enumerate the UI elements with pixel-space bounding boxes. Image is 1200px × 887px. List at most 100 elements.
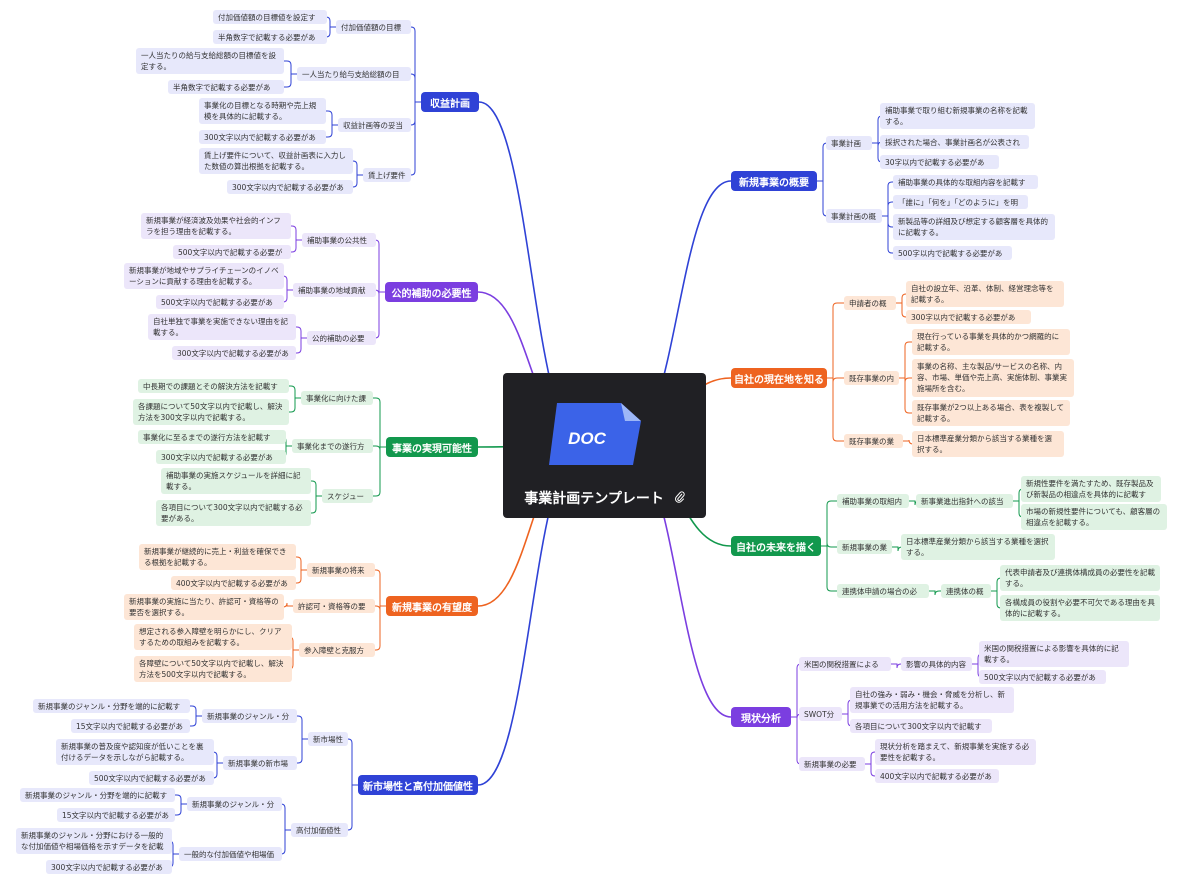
leaf-note[interactable]: 既存事業が2つ以上ある場合、表を複製して記載する。 <box>912 400 1070 426</box>
subtopic[interactable]: 付加価値額の目標値 <box>336 20 411 34</box>
leaf-note[interactable]: 補助事業の具体的な取組内容を記載する。 <box>893 175 1038 189</box>
subtopic[interactable]: 補助事業の公共性 <box>302 233 376 247</box>
leaf-note[interactable]: 15文字以内で記載する必要がある。 <box>71 719 190 733</box>
leaf-note[interactable]: 中長期での課題とその解決方法を記載する。 <box>138 379 289 393</box>
leaf-note[interactable]: 新規事業のジャンル・分野を端的に記載する。 <box>20 788 175 802</box>
branch-b2[interactable]: 公的補助の必要性 <box>385 282 478 302</box>
leaf-note[interactable]: 新規事業のジャンル・分野における一般的な付加価値や相場価格を示すデータを記載する… <box>16 828 172 854</box>
leaf-note[interactable]: 採択された場合、事業計画名が公表される。 <box>880 135 1029 149</box>
leaf-note[interactable]: 事業の名称、主な製品/サービスの名称、内容、市場、単価や売上高、実施体制、事業実… <box>912 359 1074 397</box>
leaf-note[interactable]: 想定される参入障壁を明らかにし、クリアするための取組みを記載する。 <box>134 624 292 650</box>
branch-b1[interactable]: 収益計画 <box>421 92 479 112</box>
subtopic[interactable]: スケジュール <box>322 489 373 503</box>
leaf-note[interactable]: 300文字以内で記載する必要がある。 <box>172 346 296 360</box>
leaf-note[interactable]: 「誰に」「何を」「どのように」を明確にする。 <box>893 195 1028 209</box>
subtopic[interactable]: 事業化までの遂行方法 <box>292 439 373 453</box>
leaf-note[interactable]: 300文字以内で記載する必要がある。 <box>46 860 172 874</box>
subtopic-sub[interactable]: 新事業進出指針への該当性 <box>916 494 1013 508</box>
leaf-note[interactable]: 500文字以内で記載する必要がある。 <box>156 295 284 309</box>
subtopic-sub[interactable]: 連携体の概要 <box>941 584 991 598</box>
branch-b9[interactable]: 現状分析 <box>731 707 791 727</box>
leaf-note[interactable]: 事業化の目標となる時期や売上規模を具体的に記載する。 <box>199 98 326 124</box>
subtopic-sub[interactable]: 新規事業のジャンル・分野 <box>202 709 297 723</box>
subtopic[interactable]: 既存事業の内容 <box>844 371 899 385</box>
leaf-note[interactable]: 現状分析を踏まえて、新規事業を実施する必要性を記載する。 <box>875 739 1036 765</box>
subtopic[interactable]: 公的補助の必要性 <box>307 331 376 345</box>
subtopic[interactable]: 収益計画等の妥当性 <box>338 118 411 132</box>
subtopic[interactable]: 既存事業の業種 <box>844 434 903 448</box>
leaf-note[interactable]: 賃上げ要件について、収益計画表に入力した数値の算出根拠を記載する。 <box>199 148 353 174</box>
central-topic[interactable]: DOC 事業計画テンプレート <box>503 373 706 518</box>
subtopic[interactable]: 事業計画名 <box>826 136 872 150</box>
branch-b7[interactable]: 自社の現在地を知る <box>731 368 827 388</box>
leaf-note[interactable]: 新規事業のジャンル・分野を端的に記載する。 <box>33 699 190 713</box>
leaf-note[interactable]: 米国の関税措置による影響を具体的に記載する。 <box>979 641 1129 667</box>
subtopic[interactable]: 参入障壁と克服方法 <box>299 643 375 657</box>
leaf-note[interactable]: 市場の新規性要件についても、顧客層の相違点を記載する。 <box>1021 504 1167 530</box>
leaf-note[interactable]: 500文字以内で記載する必要がある。 <box>89 771 214 785</box>
leaf-note[interactable]: 現在行っている事業を具体的かつ網羅的に記載する。 <box>912 329 1070 355</box>
leaf-note[interactable]: 自社の強み・弱み・機会・脅威を分析し、新規事業での活用方法を記載する。 <box>850 687 1014 713</box>
leaf-note[interactable]: 500文字以内で記載する必要がある。 <box>173 245 291 259</box>
subtopic[interactable]: 許認可・資格等の要否 <box>293 599 375 613</box>
subtopic[interactable]: 一人当たり給与支給総額の目標値 <box>297 67 411 81</box>
leaf-note[interactable]: 一人当たりの給与支給総額の目標値を設定する。 <box>136 48 284 74</box>
leaf-note[interactable]: 日本標準産業分類から該当する業種を選択する。 <box>912 431 1064 457</box>
leaf-note[interactable]: 補助事業で取り組む新規事業の名称を記載する。 <box>880 103 1035 129</box>
leaf-note[interactable]: 300字以内で記載する必要がある。 <box>906 310 1031 324</box>
leaf-note[interactable]: 日本標準産業分類から該当する業種を選択する。 <box>901 534 1055 560</box>
leaf-note[interactable]: 30字以内で記載する必要がある。 <box>880 155 999 169</box>
branch-b6[interactable]: 新規事業の概要 <box>731 171 817 191</box>
leaf-note[interactable]: 15文字以内で記載する必要がある。 <box>57 808 175 822</box>
leaf-note[interactable]: 自社単独で事業を実施できない理由を記載する。 <box>148 314 296 340</box>
leaf-note[interactable]: 半角数字で記載する必要がある。 <box>213 30 327 44</box>
subtopic[interactable]: 申請者の概要 <box>844 296 896 310</box>
leaf-note[interactable]: 各課題について50文字以内で記載し、解決方法を300文字以内で記載する。 <box>133 399 289 425</box>
leaf-note[interactable]: 新規事業が継続的に売上・利益を確保できる根拠を記載する。 <box>139 544 296 570</box>
branch-b3[interactable]: 事業の実現可能性 <box>386 437 478 457</box>
subtopic[interactable]: 新規事業の業種 <box>837 540 892 554</box>
subtopic[interactable]: 米国の関税措置による影響 <box>799 657 891 671</box>
branch-b8[interactable]: 自社の未来を描く <box>731 536 821 556</box>
subtopic-sub[interactable]: 影響の具体的内容 <box>901 657 972 671</box>
leaf-note[interactable]: 新規性要件を満たすため、既存製品及び新製品の相違点を具体的に記載する。 <box>1021 476 1161 502</box>
leaf-note[interactable]: 新規事業が地域やサプライチェーンのイノベーションに貢献する理由を記載する。 <box>124 263 284 289</box>
leaf-note[interactable]: 新製品等の詳細及び想定する顧客層を具体的に記載する。 <box>893 214 1055 240</box>
leaf-note[interactable]: 300文字以内で記載する必要がある。 <box>156 450 286 464</box>
leaf-note[interactable]: 各項目について300文字以内で記載する必要がある。 <box>156 500 311 526</box>
leaf-note[interactable]: 事業化に至るまでの遂行方法を記載する。 <box>138 430 286 444</box>
subtopic[interactable]: 賃上げ要件 <box>363 168 411 182</box>
leaf-note[interactable]: 新規事業の実施に当たり、許認可・資格等の要否を選択する。 <box>124 594 284 620</box>
leaf-note[interactable]: 補助事業の実施スケジュールを詳細に記載する。 <box>161 468 311 494</box>
leaf-note[interactable]: 新規事業が経済波及効果や社会的インフラを担う理由を記載する。 <box>141 213 291 239</box>
leaf-note[interactable]: 300文字以内で記載する必要がある。 <box>199 130 326 144</box>
leaf-note[interactable]: 新規事業の普及度や認知度が低いことを裏付けるデータを示しながら記載する。 <box>56 739 214 765</box>
leaf-note[interactable]: 自社の設立年、沿革、体制、経営理念等を記載する。 <box>906 281 1064 307</box>
leaf-note[interactable]: 半角数字で記載する必要がある。 <box>168 80 284 94</box>
subtopic[interactable]: 新規事業の必要性 <box>799 757 865 771</box>
subtopic[interactable]: 連携体申請の場合の必要性 <box>837 584 929 598</box>
subtopic-sub[interactable]: 新規事業のジャンル・分野 <box>187 797 282 811</box>
leaf-note[interactable]: 代表申請者及び連携体構成員の必要性を記載する。 <box>1000 565 1160 591</box>
subtopic[interactable]: SWOT分析 <box>799 707 842 721</box>
leaf-note[interactable]: 500文字以内で記載する必要がある。 <box>979 670 1106 684</box>
leaf-note[interactable]: 各構成員の役割や必要不可欠である理由を具体的に記載する。 <box>1000 595 1160 621</box>
leaf-note[interactable]: 400文字以内で記載する必要がある。 <box>875 769 999 783</box>
branch-b5[interactable]: 新市場性と高付加価値性 <box>358 775 478 795</box>
paperclip-icon[interactable] <box>674 491 685 503</box>
leaf-note[interactable]: 500字以内で記載する必要がある。 <box>893 246 1012 260</box>
subtopic[interactable]: 事業計画の概要 <box>826 209 882 223</box>
leaf-note[interactable]: 300文字以内で記載する必要がある。 <box>227 180 353 194</box>
leaf-note[interactable]: 各項目について300文字以内で記載する。 <box>850 719 992 733</box>
subtopic[interactable]: 新市場性 <box>308 732 348 746</box>
branch-b4[interactable]: 新規事業の有望度 <box>386 596 478 616</box>
leaf-note[interactable]: 各障壁について50文字以内で記載し、解決方法を500文字以内で記載する。 <box>134 656 292 682</box>
subtopic[interactable]: 事業化に向けた課題 <box>301 391 373 405</box>
subtopic[interactable]: 補助事業の地域貢献性 <box>293 283 376 297</box>
subtopic[interactable]: 高付加価値性 <box>291 823 348 837</box>
subtopic[interactable]: 補助事業の取組内容 <box>837 494 909 508</box>
subtopic[interactable]: 新規事業の将来性 <box>307 563 375 577</box>
leaf-note[interactable]: 400文字以内で記載する必要がある。 <box>171 576 296 590</box>
leaf-note[interactable]: 付加価値額の目標値を設定する。 <box>213 10 327 24</box>
subtopic-sub[interactable]: 一般的な付加価値や相場価格 <box>179 847 282 861</box>
